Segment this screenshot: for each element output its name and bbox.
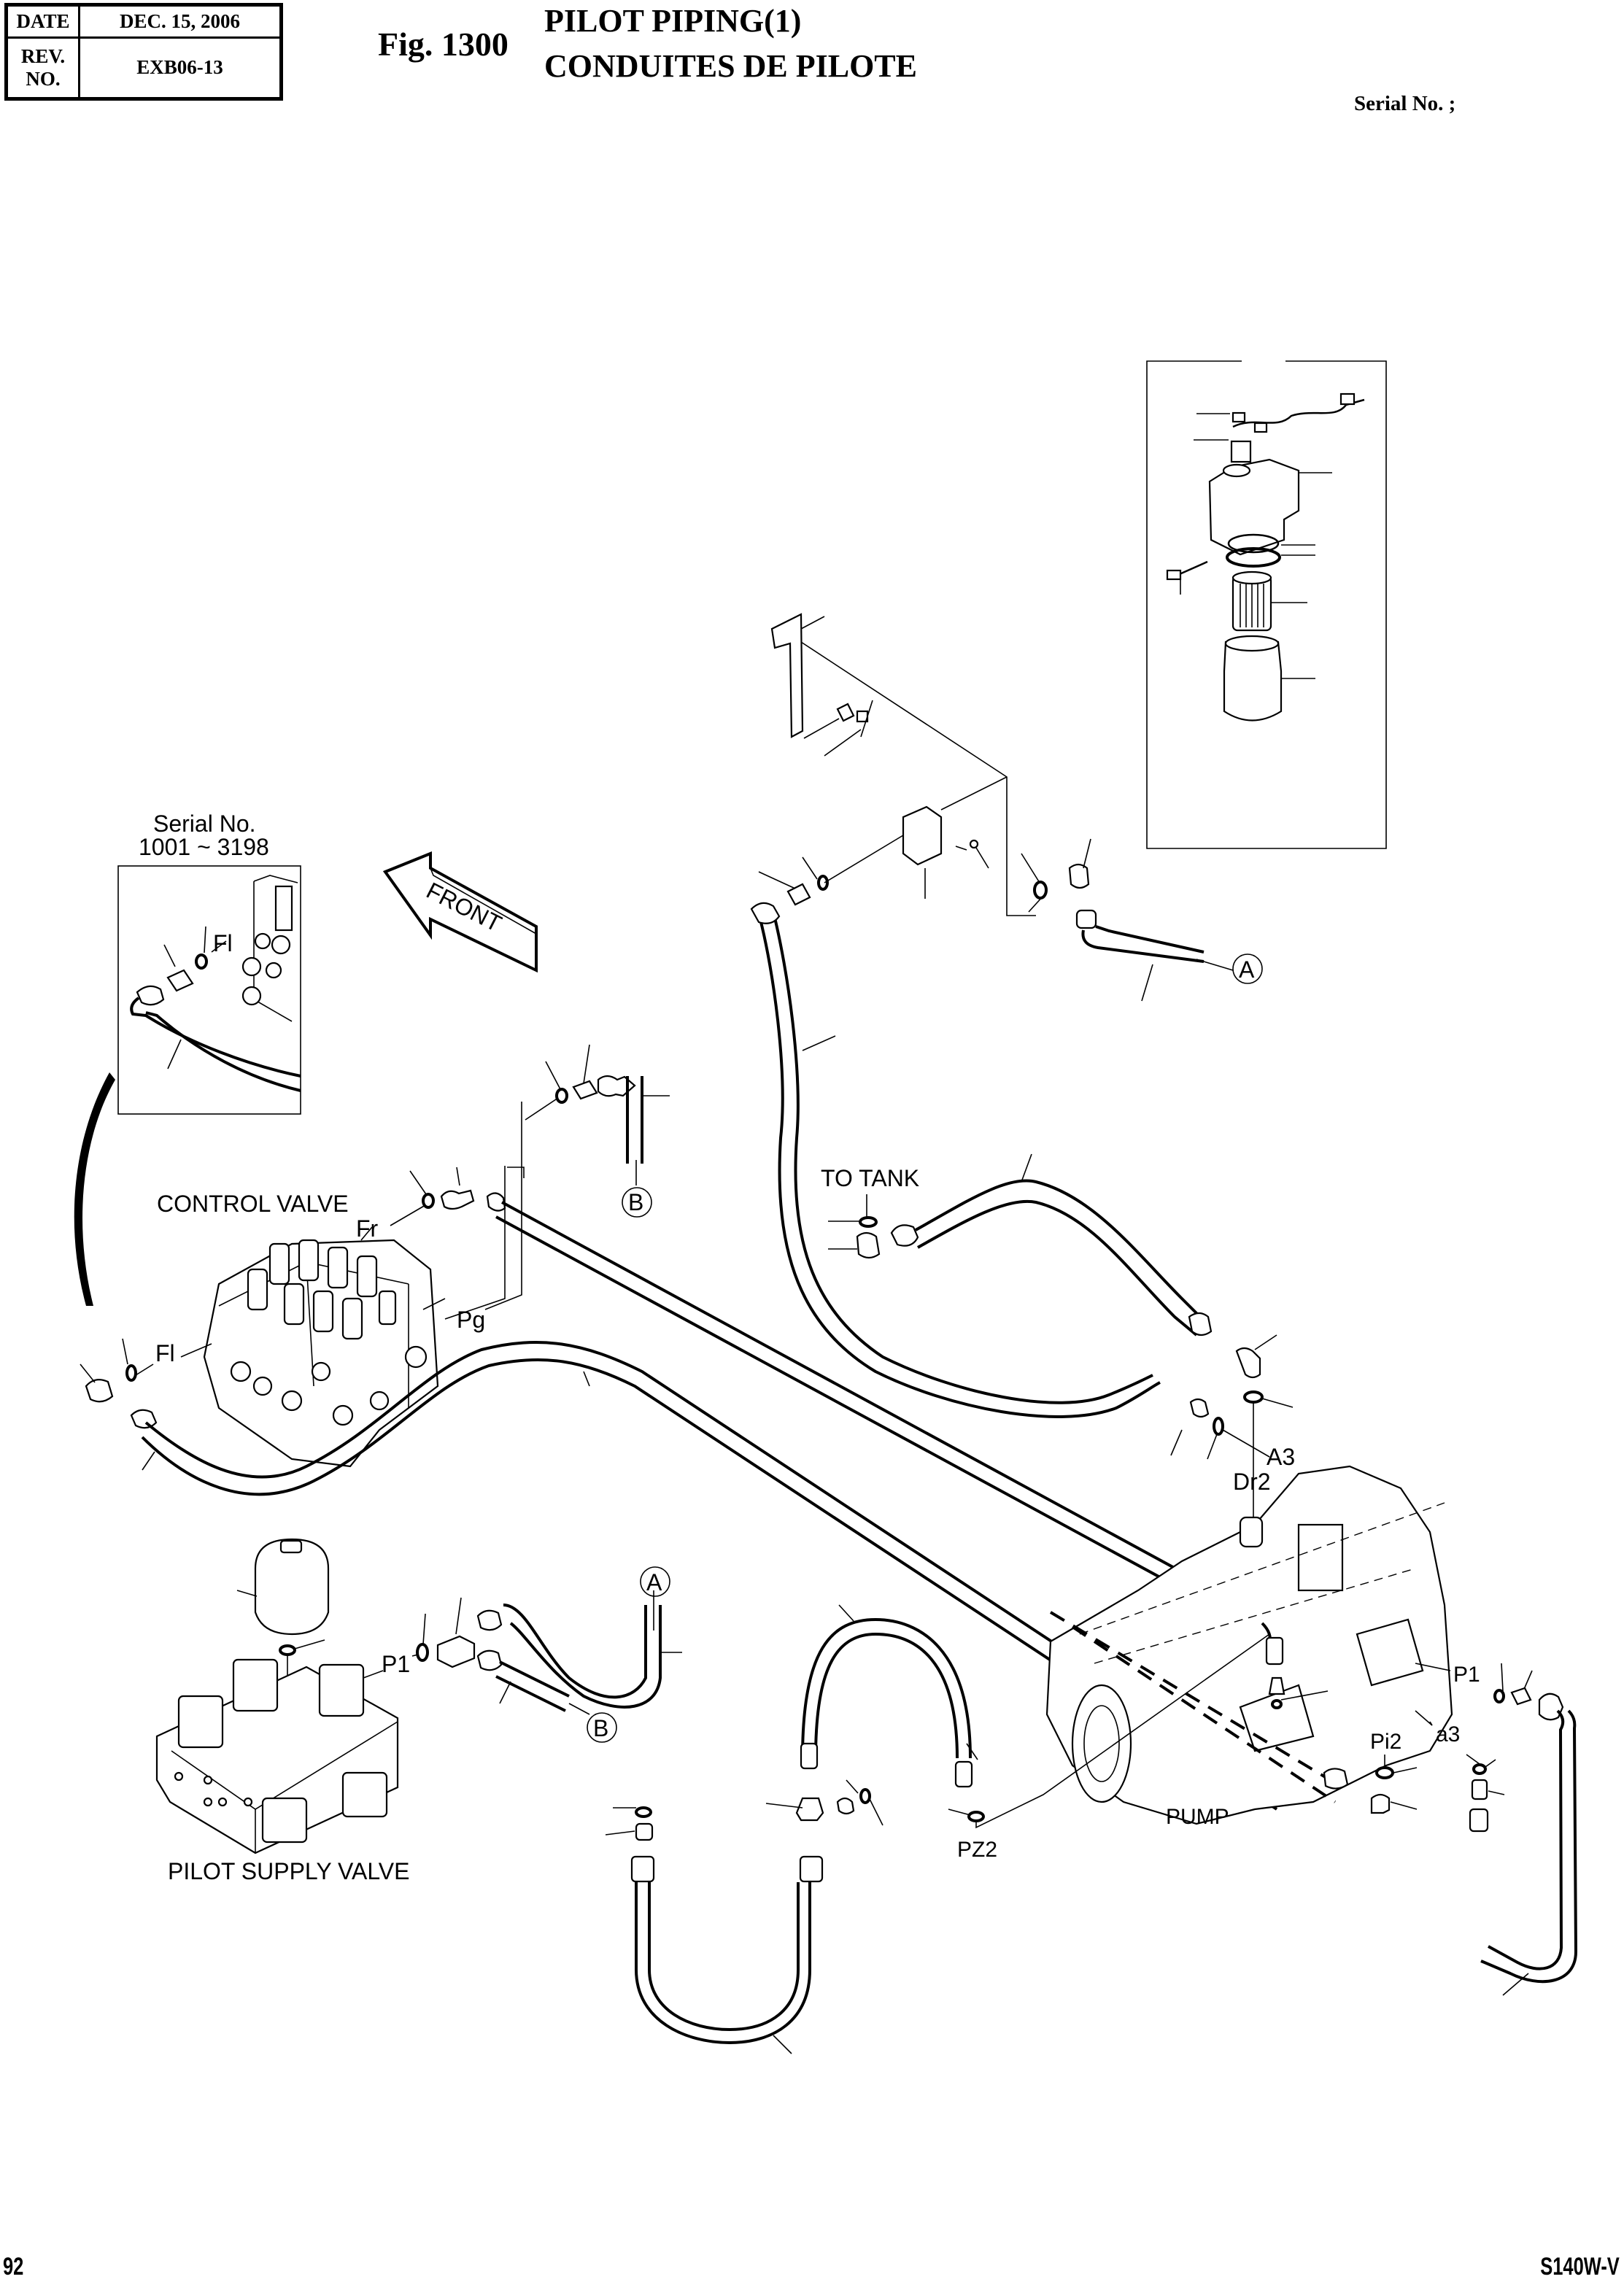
front-direction-arrow: FRONT — [382, 851, 538, 973]
port-pi2-label: Pi2 — [1370, 1730, 1401, 1754]
accumulator — [254, 1538, 330, 1636]
electrical-connector — [1339, 392, 1356, 406]
port-dr2-label: Dr2 — [1233, 1469, 1271, 1495]
tee-fitting-lower — [795, 1797, 824, 1822]
page-number: 92 — [3, 2253, 24, 2281]
p1-pump-hose — [1480, 1663, 1578, 1996]
port-p1-pump-label: P1 — [1453, 1663, 1480, 1687]
page-title-english: PILOT PIPING(1) — [544, 3, 802, 39]
machine-model: S140W-V — [1540, 2253, 1620, 2281]
supply-tee-and-hoses: A B — [411, 1566, 682, 1743]
date-value: DEC. 15, 2006 — [78, 4, 282, 39]
connector-a-bottom-label: A — [646, 1569, 662, 1595]
b-connector-fittings: B — [484, 1044, 670, 1310]
pilot-supply-valve: PILOT SUPPLY VALVE P1 — [155, 1538, 410, 1884]
port-fr-label: Fr — [356, 1215, 379, 1242]
date-label: DATE — [5, 4, 80, 39]
page-title-french: CONDUITES DE PILOTE — [544, 48, 918, 84]
figure-number: Fig. 1300 — [378, 26, 509, 63]
fl-pilot-hose — [80, 1338, 1285, 1811]
filter-head — [1208, 458, 1300, 556]
tank-return-hose: TO TANK — [821, 1153, 1213, 1337]
inset-reference-arrow — [74, 1072, 115, 1306]
pump-label: PUMP — [1166, 1805, 1229, 1829]
inset-port-fl-label: Fl — [213, 930, 233, 956]
filter-bracket-assembly — [770, 613, 1036, 916]
fr-pilot-hose — [390, 1166, 1270, 1634]
inset-serial-label: Serial No. — [153, 811, 256, 837]
control-valve: CONTROL VALVE Fr Pg Fl — [155, 1191, 485, 1468]
serial-number-label: Serial No. ; — [1354, 92, 1456, 115]
filter-outlet-fittings — [1021, 838, 1234, 1002]
port-a3-lower-label: a3 — [1436, 1722, 1460, 1746]
pilot-filter-inset — [1146, 360, 1387, 849]
port-pz2-label: PZ2 — [957, 1838, 997, 1862]
connector-b-bottom-label: B — [593, 1715, 608, 1741]
rev-value: EXB06-13 — [78, 36, 282, 101]
line-filter — [902, 805, 943, 866]
connector-a-top: A — [1232, 953, 1263, 984]
to-tank-label: TO TANK — [821, 1165, 919, 1191]
inset-serial-range: 1001 ~ 3198 — [139, 834, 269, 860]
serial-inset: Serial No. 1001 ~ 3198 Fl — [117, 811, 301, 1115]
revision-info-table: DATE DEC. 15, 2006 REV. NO. EXB06-13 — [4, 3, 283, 101]
port-pg-label: Pg — [457, 1307, 485, 1333]
lower-hose-loops: PZ2 — [605, 1604, 1270, 2054]
pump-drain-fittings: A3 Dr2 — [1170, 1334, 1295, 1547]
hydraulic-pump: PUMP P1 Pi2 a3 — [1045, 1465, 1505, 1833]
port-p1-supply-label: P1 — [382, 1651, 410, 1677]
rev-label: REV. NO. — [5, 36, 80, 101]
control-valve-label: CONTROL VALVE — [157, 1191, 349, 1217]
tee-fitting — [436, 1635, 476, 1668]
filter-bowl — [1223, 641, 1283, 722]
port-a3-label: A3 — [1267, 1444, 1295, 1470]
port-fl-label: Fl — [155, 1340, 175, 1366]
pilot-hose-filter-to-pump — [750, 835, 1161, 1418]
connector-a-top-label: A — [1239, 956, 1255, 983]
pilot-supply-valve-label: PILOT SUPPLY VALVE — [168, 1858, 409, 1884]
connector-b-top-label: B — [628, 1189, 643, 1215]
